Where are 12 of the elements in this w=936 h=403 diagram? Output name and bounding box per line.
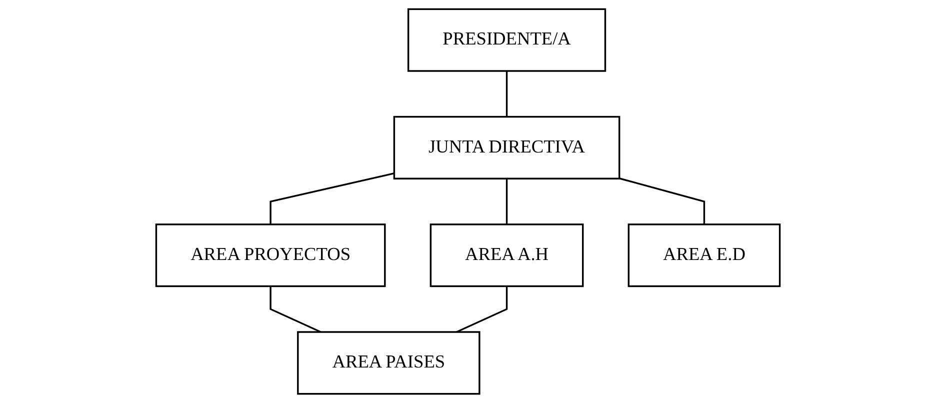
node-box: AREA PROYECTOS	[155, 224, 386, 288]
node-box: AREA A.H	[430, 224, 584, 288]
node-box: AREA PAISES	[297, 331, 480, 395]
connector	[270, 286, 322, 333]
node-box: AREA E.D	[628, 224, 781, 288]
node-box: PRESIDENTE/A	[407, 8, 606, 72]
connector	[506, 70, 508, 117]
connector	[619, 178, 706, 224]
connector	[270, 172, 394, 224]
connector	[456, 286, 508, 333]
connector	[506, 178, 508, 224]
node-box: JUNTA DIRECTIVA	[393, 116, 620, 180]
